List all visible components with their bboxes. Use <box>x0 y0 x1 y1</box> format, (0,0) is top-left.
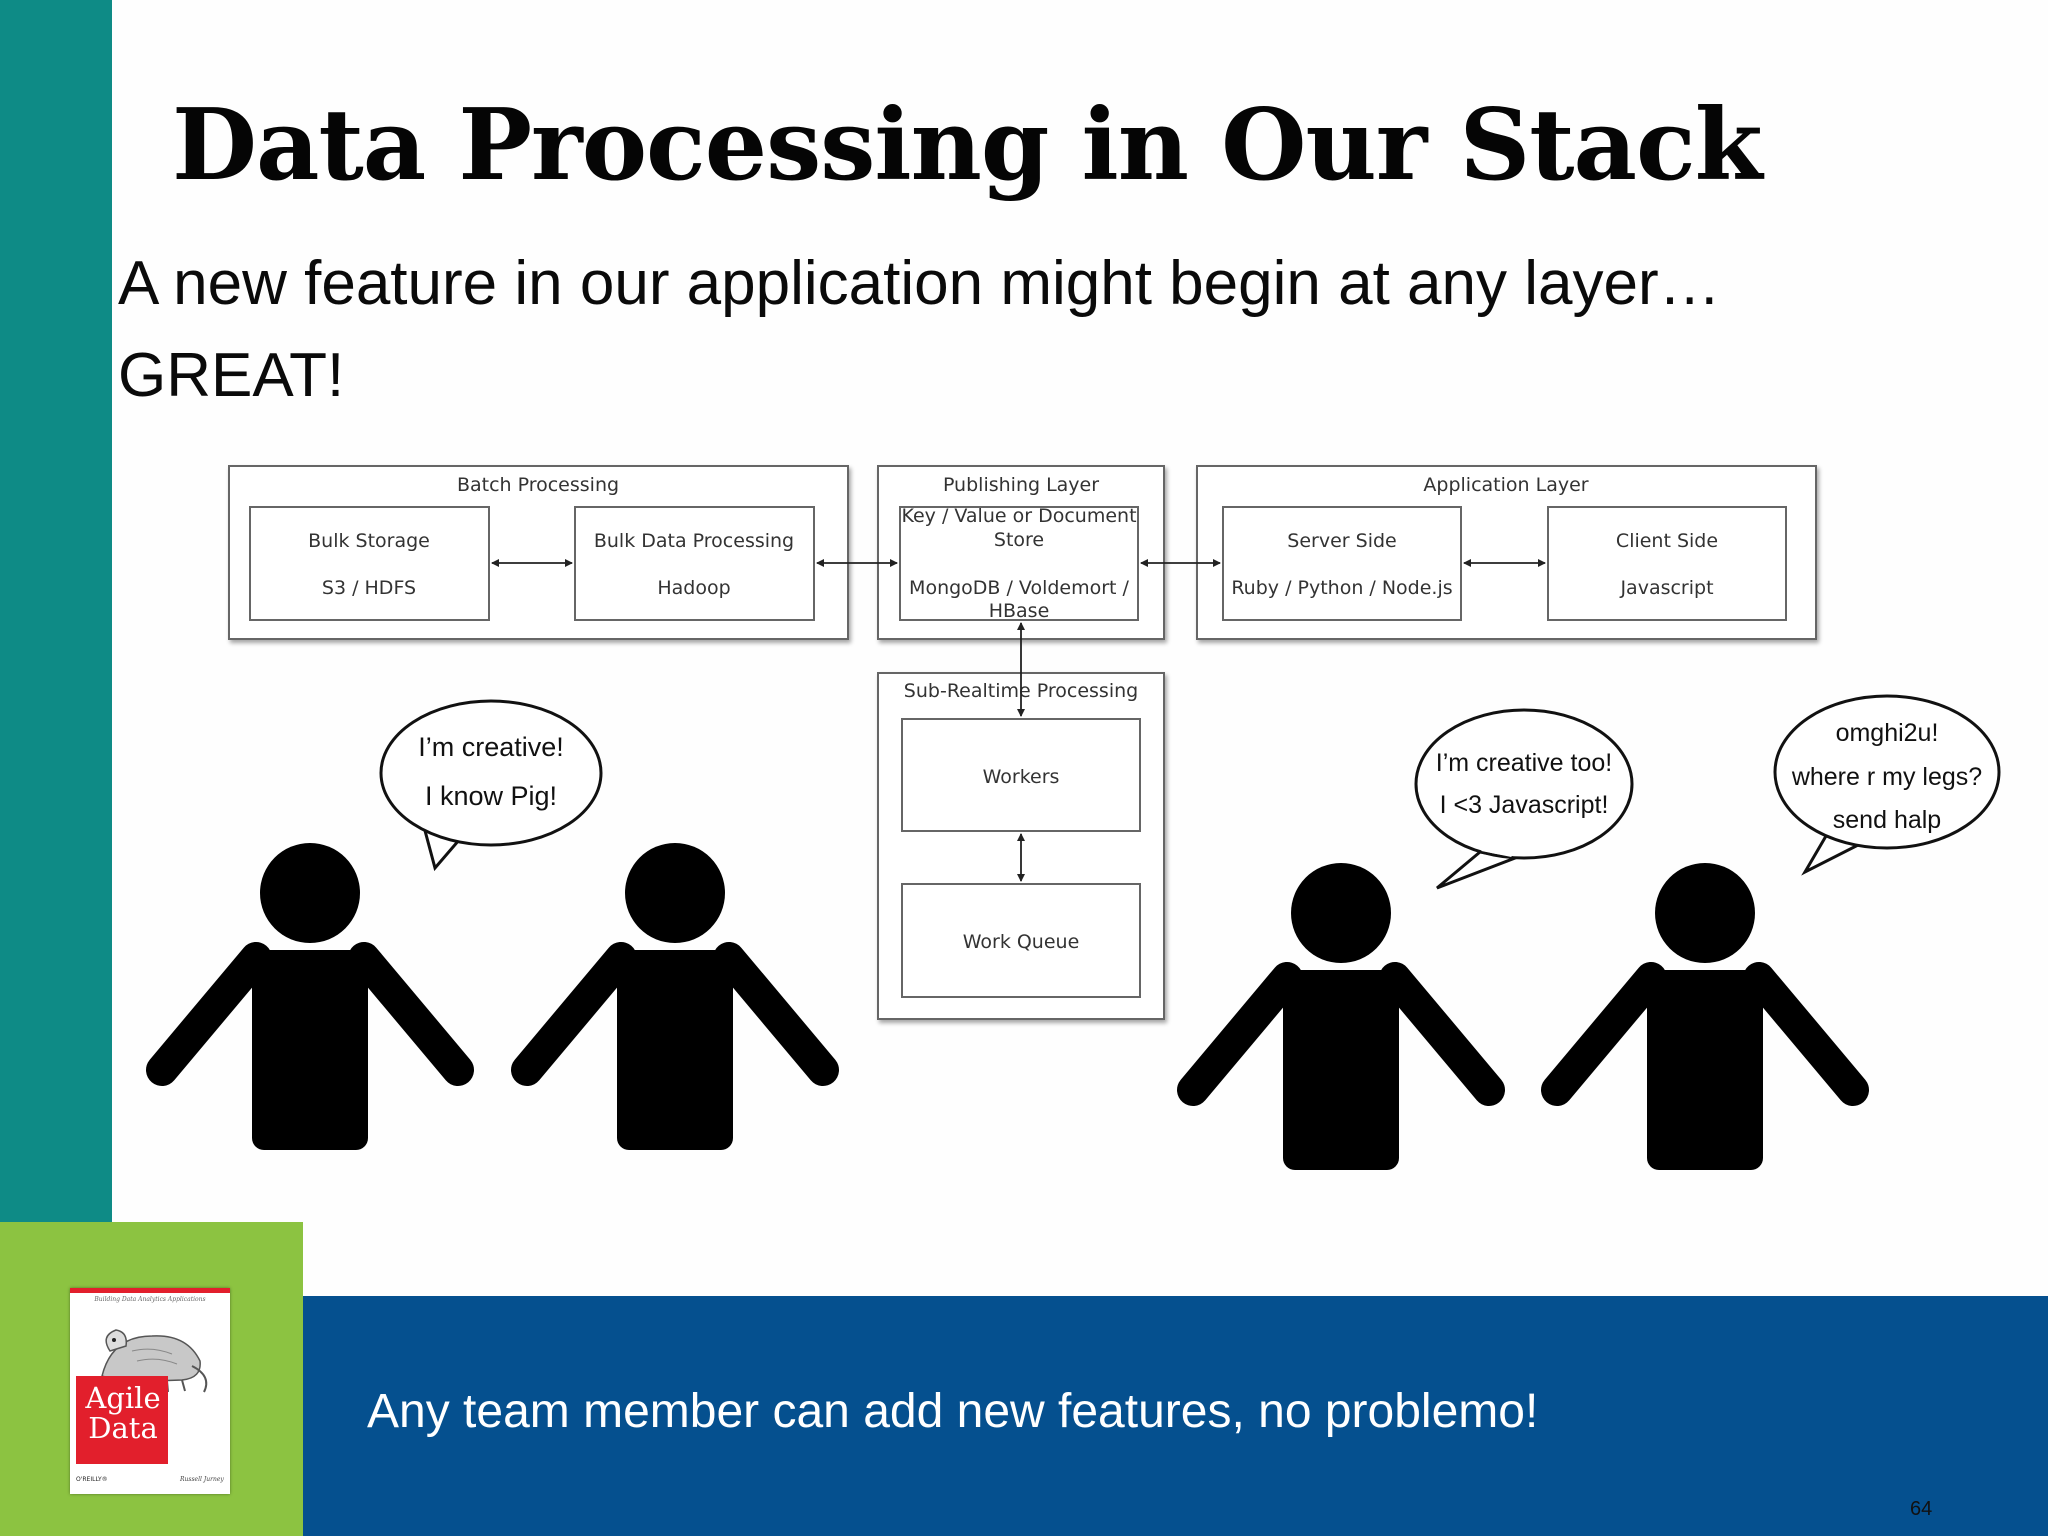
agile-data-book-cover: Building Data Analytics Applications Agi… <box>70 1288 230 1494</box>
book-subtitle: Building Data Analytics Applications <box>94 1296 206 1303</box>
store-title-line-2: Store <box>994 529 1044 551</box>
architecture-diagram: Batch Processing Bulk Storage S3 / HDFS … <box>146 465 2001 1170</box>
speech-bubble-right-1: I’m creative too! I <3 Javascript! <box>1414 708 1634 890</box>
batch-processing-layer: Batch Processing Bulk Storage S3 / HDFS … <box>228 465 849 640</box>
bubble-right-2-line-1: omghi2u! <box>1836 719 1939 747</box>
subtitle-line-2: GREAT! <box>118 341 345 410</box>
document-store-box <box>899 506 1139 621</box>
book-author: Russell Jurney <box>180 1476 224 1483</box>
client-side-title: Client Side <box>1616 530 1718 552</box>
subtitle-line-1: A new feature in our application might b… <box>118 249 1721 318</box>
server-side-box <box>1222 506 1462 621</box>
store-title-line-1: Key / Value or Document <box>901 505 1136 527</box>
server-side-title: Server Side <box>1287 530 1396 552</box>
bulk-processing-tech: Hadoop <box>657 577 730 599</box>
book-title-line-2: Data <box>88 1411 158 1445</box>
store-tech-line-2: HBase <box>989 600 1050 622</box>
batch-processing-label: Batch Processing <box>457 474 619 496</box>
server-side-tech: Ruby / Python / Node.js <box>1231 577 1452 599</box>
book-publisher: O'REILLY® <box>76 1476 108 1483</box>
bubble-right-2-line-2: where r my legs? <box>1791 763 1982 791</box>
application-layer-label: Application Layer <box>1423 474 1588 496</box>
application-layer: Application Layer Server Side Ruby / Pyt… <box>1196 465 1817 640</box>
person-figure-2 <box>511 843 839 1150</box>
slide-title: Data Processing in Our Stack <box>172 88 1763 203</box>
page-number: 64 <box>1910 1498 1933 1520</box>
speech-bubble-left: I’m creative! I know Pig! <box>379 699 603 872</box>
book-top-stripe <box>70 1288 230 1293</box>
publishing-layer-label: Publishing Layer <box>943 474 1099 496</box>
bulk-storage-tech: S3 / HDFS <box>322 577 416 599</box>
publishing-layer: Publishing Layer Key / Value or Document… <box>877 465 1165 640</box>
bulk-processing-title: Bulk Data Processing <box>594 530 794 552</box>
bubble-right-2-line-3: send halp <box>1833 806 1941 834</box>
book-title-line-1: Agile <box>85 1381 161 1415</box>
possum-illustration <box>101 1329 208 1393</box>
bulk-storage-box <box>249 506 490 621</box>
bubble-right-1-line-1: I’m creative too! <box>1436 749 1612 777</box>
bubble-left-line-1: I’m creative! <box>418 732 564 762</box>
bubble-left-line-2: I know Pig! <box>425 781 557 811</box>
book-title-block <box>76 1376 168 1464</box>
connector-arrows <box>491 559 1546 882</box>
workers-label: Workers <box>983 766 1060 788</box>
work-queue-label: Work Queue <box>963 931 1080 953</box>
client-side-tech: Javascript <box>1619 577 1713 599</box>
client-side-box <box>1547 506 1787 621</box>
footer-text: Any team member can add new features, no… <box>367 1385 1539 1438</box>
person-figure-1 <box>146 843 474 1150</box>
person-figure-3 <box>1177 863 1505 1170</box>
teal-sidebar <box>0 0 112 1222</box>
book-title: Agile Data <box>78 1383 168 1443</box>
work-queue-box <box>901 883 1141 998</box>
footer-band <box>303 1296 2048 1536</box>
workers-box <box>901 718 1141 832</box>
person-figure-4 <box>1541 863 1869 1170</box>
speech-bubble-right-2: omghi2u! where r my legs? send halp <box>1773 694 2001 876</box>
store-tech-line-1: MongoDB / Voldemort / <box>909 577 1129 599</box>
bulk-processing-box <box>574 506 815 621</box>
bulk-storage-title: Bulk Storage <box>308 530 430 552</box>
bubble-right-1-line-2: I <3 Javascript! <box>1440 791 1609 819</box>
